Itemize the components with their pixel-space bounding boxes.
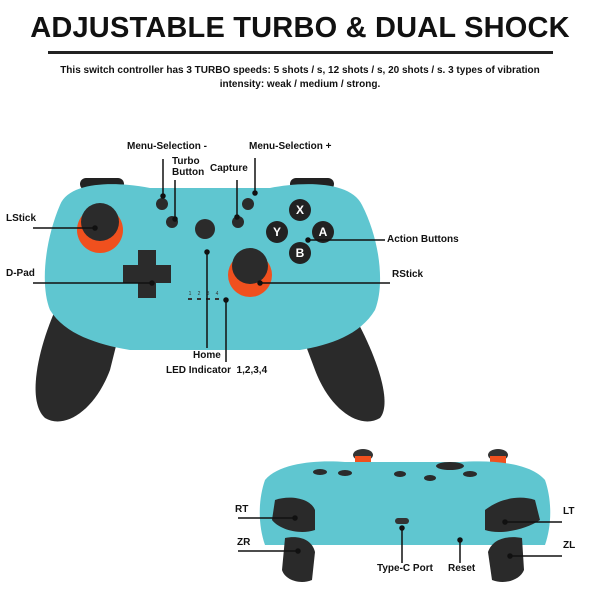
label-zl: ZL <box>563 540 576 551</box>
label-lstick: LStick <box>6 213 37 224</box>
rt-trigger <box>272 497 315 532</box>
dpad <box>123 250 171 298</box>
label-turbo-2: Button <box>172 167 205 178</box>
label-menu-plus: Menu-Selection + <box>249 141 332 152</box>
led-4: 4 <box>216 291 219 297</box>
title-divider <box>48 51 553 54</box>
led-3: 3 <box>207 291 210 297</box>
label-rt: RT <box>235 504 249 515</box>
front-controller: X Y A B 1 2 3 4 <box>35 178 385 422</box>
label-turbo-1: Turbo <box>172 156 200 167</box>
lt-trigger <box>485 497 540 532</box>
label-led: LED Indicator 1,2,3,4 <box>166 365 268 376</box>
label-capture: Capture <box>210 163 248 174</box>
label-lt: LT <box>563 506 575 517</box>
back-controller <box>259 449 551 582</box>
button-y: Y <box>273 225 281 239</box>
button-b: B <box>296 246 305 260</box>
leader-lines <box>33 158 390 362</box>
typec-port <box>395 518 409 524</box>
label-menu-minus: Menu-Selection - <box>127 141 208 152</box>
lstick <box>81 203 119 241</box>
front-body <box>44 184 381 350</box>
label-action-buttons: Action Buttons <box>387 234 459 245</box>
label-reset: Reset <box>448 563 476 574</box>
button-a: A <box>319 225 328 239</box>
button-x: X <box>296 203 304 217</box>
led-2: 2 <box>198 291 201 297</box>
description: This switch controller has 3 TURBO speed… <box>60 65 540 90</box>
page-title: ADJUSTABLE TURBO & DUAL SHOCK <box>30 12 570 44</box>
back-body <box>259 461 551 545</box>
led-1: 1 <box>189 291 192 297</box>
label-dpad: D-Pad <box>6 268 35 279</box>
label-typec: Type-C Port <box>377 563 433 574</box>
zr-trigger <box>282 537 315 582</box>
home-button <box>195 219 215 239</box>
rstick <box>232 248 268 284</box>
label-zr: ZR <box>237 537 251 548</box>
label-rstick: RStick <box>392 269 424 280</box>
zl-trigger <box>488 537 524 582</box>
label-home: Home <box>193 350 221 361</box>
